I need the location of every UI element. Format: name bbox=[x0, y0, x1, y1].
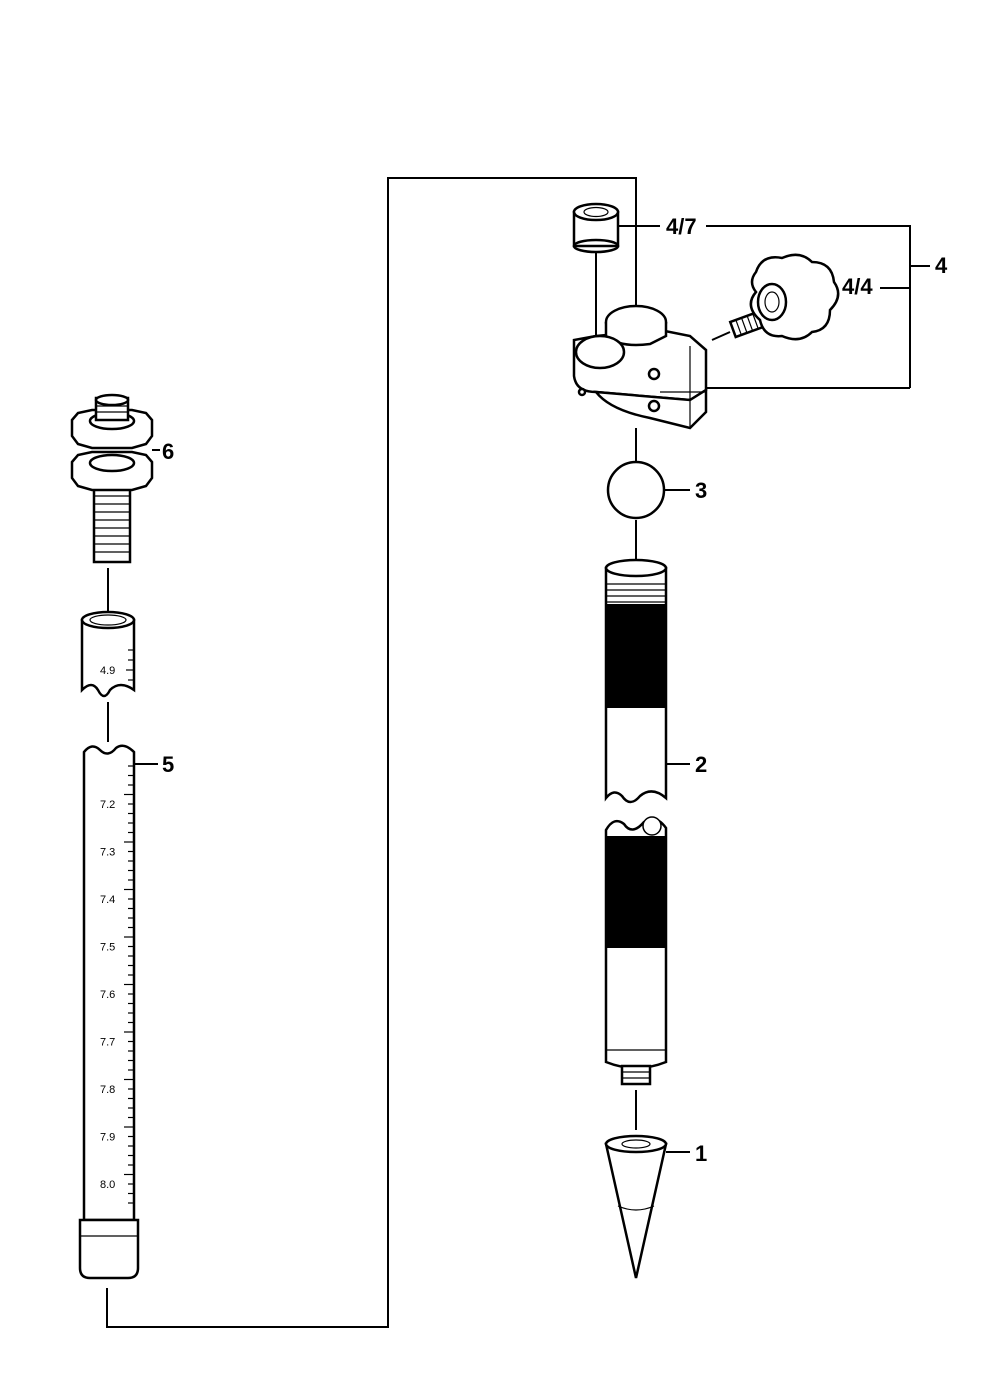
rod-scale-label: 7.7 bbox=[100, 1037, 115, 1049]
rod-scale-label: 7.5 bbox=[100, 942, 115, 954]
star-knob-part-4-4 bbox=[711, 253, 840, 341]
callout-bracket-4 bbox=[706, 225, 930, 388]
spike-tip-part-1 bbox=[604, 1134, 690, 1279]
threaded-tube-part-2-upper bbox=[604, 558, 690, 804]
callout-2: 2 bbox=[695, 752, 707, 777]
callout-4: 4 bbox=[935, 253, 948, 278]
rod-scale-label: 7.3 bbox=[100, 847, 115, 859]
callout-4-4: 4/4 bbox=[842, 274, 873, 299]
threaded-tube-part-2-lower bbox=[604, 816, 668, 1086]
rod-scale-label: 8.0 bbox=[100, 1179, 115, 1191]
graduated-rod-part-5: 7.2 7.3 7.4 7.5 7.6 7.7 7.8 7.9 8.0 bbox=[78, 744, 158, 1280]
ball-part-3 bbox=[606, 460, 666, 520]
adjuster-screw-part-6 bbox=[70, 393, 160, 564]
callout-6: 6 bbox=[162, 439, 174, 464]
clamp-part-4 bbox=[572, 304, 708, 430]
rod-scale-label: 7.4 bbox=[100, 894, 115, 906]
callout-3: 3 bbox=[695, 478, 707, 503]
rod-scale-label: 7.2 bbox=[100, 799, 115, 811]
rod-scale-label: 7.6 bbox=[100, 989, 115, 1001]
bushing-part-4-7 bbox=[572, 202, 620, 254]
rod-scale-label: 7.9 bbox=[100, 1132, 115, 1144]
connection-line bbox=[106, 177, 637, 1328]
rod-scale-label: 7.8 bbox=[100, 1084, 115, 1096]
callout-5: 5 bbox=[162, 752, 174, 777]
scale-mark-4-9: 4.9 bbox=[100, 665, 115, 677]
callout-1: 1 bbox=[695, 1141, 707, 1166]
callout-4-7: 4/7 bbox=[666, 214, 697, 239]
scale-tube-segment-top: 4.9 bbox=[80, 610, 136, 698]
